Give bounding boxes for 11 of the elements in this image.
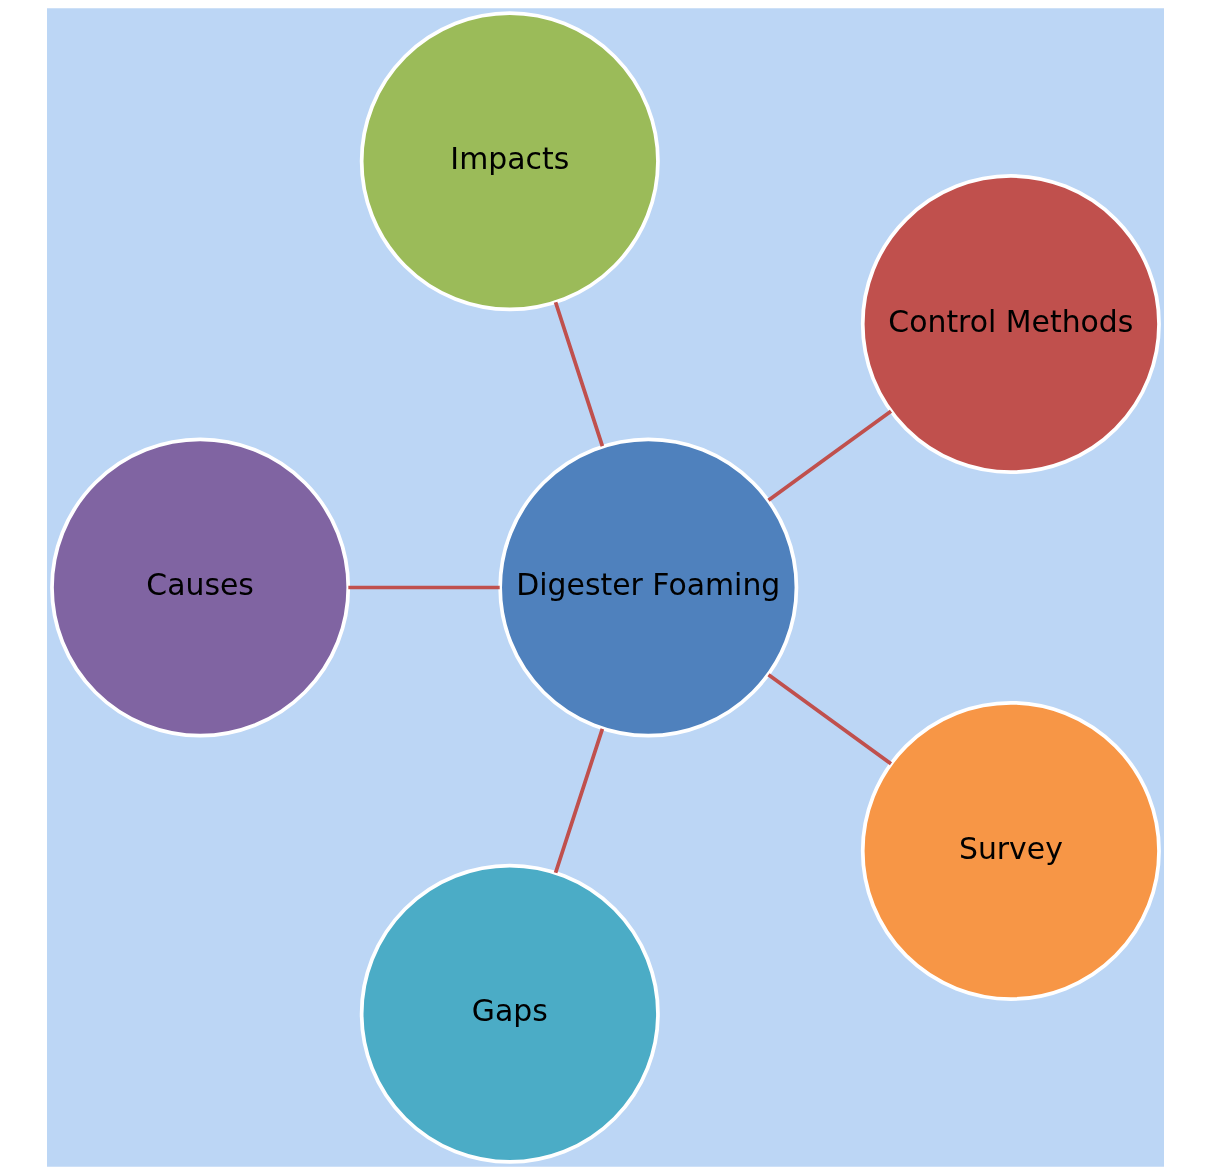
- connector: [553, 728, 605, 874]
- connector: [348, 585, 500, 590]
- node-circle: Causes: [50, 437, 351, 738]
- node-circle: Survey: [860, 700, 1161, 1001]
- node-circle: Impacts: [359, 11, 660, 312]
- node-circle: Digester Foaming: [498, 437, 799, 738]
- connector: [767, 673, 893, 766]
- node-circle: Control Methods: [860, 174, 1161, 475]
- connector: [553, 301, 605, 447]
- node-circle: Gaps: [359, 863, 660, 1164]
- connector: [767, 409, 893, 502]
